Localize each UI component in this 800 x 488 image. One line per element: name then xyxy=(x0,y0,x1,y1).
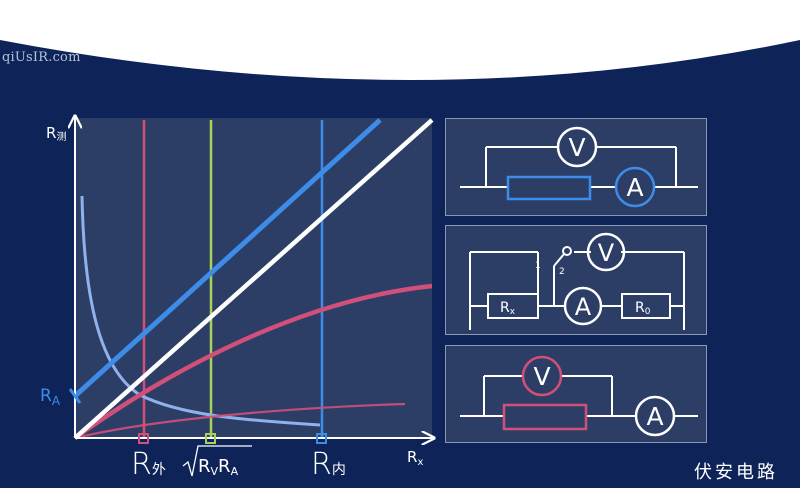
circuit-top-diagram: V A xyxy=(460,126,698,208)
white-identity-line xyxy=(73,118,434,440)
circuit-middle-diagram: 1 2 Rx R0 V A xyxy=(469,232,685,330)
r-inner-marker xyxy=(316,433,327,444)
y-axis-label: R测 xyxy=(46,124,66,143)
sqrt-expression: RVRA xyxy=(198,456,239,478)
svg-text:V: V xyxy=(598,239,615,267)
svg-text:2: 2 xyxy=(559,267,565,277)
ra-label: RA xyxy=(40,386,61,408)
watermark-text: qiUsIR.com xyxy=(2,50,81,65)
ammeter-icon xyxy=(563,286,603,326)
resistor xyxy=(506,175,592,201)
sqrt-symbol xyxy=(182,445,252,477)
pink-upper-curve xyxy=(73,283,433,440)
rx-resistor xyxy=(487,293,539,319)
svg-text:A: A xyxy=(626,173,643,202)
footer-title: 伏安电路 xyxy=(694,462,778,483)
ammeter-icon xyxy=(634,395,676,437)
r0-resistor xyxy=(621,293,671,319)
r-inner-label: R内 xyxy=(311,447,346,482)
x-axis-label: Rx xyxy=(407,448,423,468)
svg-text:V: V xyxy=(568,133,585,162)
sqrt-marker xyxy=(205,433,216,444)
pink-lower-curve xyxy=(74,402,406,440)
voltmeter-icon xyxy=(586,232,626,272)
r-outer-marker xyxy=(138,433,149,444)
voltmeter-icon xyxy=(521,355,563,397)
top-decorative-curve xyxy=(0,0,800,80)
svg-text:R0: R0 xyxy=(635,300,651,317)
circuit-panel-top: V A xyxy=(445,118,707,216)
resistor xyxy=(502,403,588,431)
svg-text:A: A xyxy=(646,402,663,431)
ammeter-icon xyxy=(614,166,656,208)
ra-tick xyxy=(68,388,82,404)
svg-text:A: A xyxy=(575,293,592,321)
circuit-panel-bottom: V A xyxy=(445,345,707,443)
circuit-bottom-diagram: V A xyxy=(460,355,698,437)
svg-text:Rx: Rx xyxy=(500,300,516,317)
blue-offset-line xyxy=(73,118,382,398)
circuit-panel-middle: 1 2 Rx R0 V A xyxy=(445,225,707,335)
svg-text:V: V xyxy=(533,362,550,391)
r-outer-label: R外 xyxy=(131,447,166,482)
voltmeter-icon xyxy=(556,126,598,168)
